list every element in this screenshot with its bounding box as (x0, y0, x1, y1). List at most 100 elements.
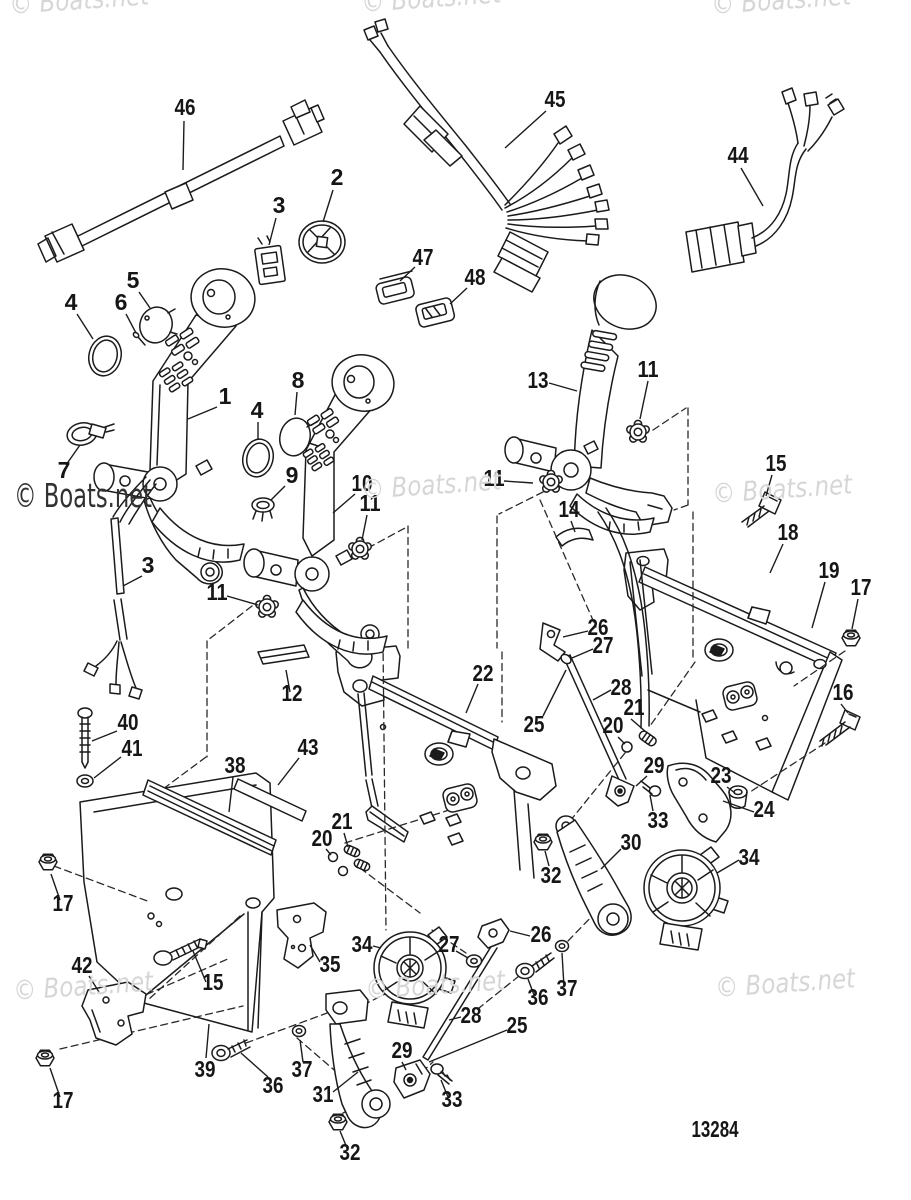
part-control-handle-13 (504, 274, 673, 535)
label-leader-line (325, 848, 332, 856)
part-number-label: 16 (833, 679, 854, 705)
part-number-label: 1 (219, 383, 232, 409)
label-leader-line (332, 493, 356, 514)
label-leader-line (192, 950, 207, 983)
part-washer-41 (76, 774, 94, 788)
part-number-label: 38 (225, 752, 246, 778)
part-number-label: 20 (603, 712, 624, 738)
part-cable-46 (37, 99, 325, 263)
label-leader-line (372, 945, 382, 949)
part-nut-11-b (255, 594, 279, 618)
label-leader-line (630, 718, 647, 733)
label-leader-line (726, 786, 736, 794)
watermark: © Boats.net (360, 0, 503, 19)
part-number-label: 45 (545, 86, 566, 112)
part-number-label: 11 (638, 356, 659, 382)
part-switch-3 (254, 235, 286, 286)
part-number-label: 32 (541, 862, 562, 888)
part-number-label: 28 (611, 674, 632, 700)
part-number-label: 47 (413, 244, 434, 270)
part-cable-anchor-block-19 (701, 681, 772, 751)
part-clevis-26-upper (539, 622, 566, 662)
part-clevis-26-bottom (477, 918, 510, 949)
label-leader-line (299, 1039, 304, 1063)
part-detent-spring-21-left (343, 844, 371, 872)
part-number-label: 2 (331, 164, 344, 190)
part-number-label: 36 (263, 1072, 284, 1098)
part-nut-11-a (348, 536, 372, 560)
part-number-label: 48 (465, 264, 486, 290)
diagram-number: 13284 (692, 1116, 739, 1142)
part-control-handle-1 (93, 268, 256, 585)
label-leader-line (570, 520, 576, 533)
part-bracket-42 (81, 981, 147, 1046)
part-bracket-35 (276, 902, 327, 969)
label-leader-line (277, 757, 300, 786)
part-number-label: 18 (778, 519, 799, 545)
label-leader-line (294, 391, 298, 416)
watermark: © Boats.net (711, 469, 854, 510)
part-seal-ring-4-left (87, 335, 123, 377)
part-number-label: 44 (728, 142, 749, 168)
part-number-label: 34 (352, 931, 373, 957)
part-number-label: 3 (142, 552, 155, 578)
label-leader-line (285, 669, 291, 693)
part-number-label: 29 (644, 752, 665, 778)
label-leader-line (88, 975, 100, 993)
part-throttle-lever-30 (555, 815, 632, 936)
label-leader-line (205, 1023, 210, 1059)
label-leader-line (716, 859, 740, 874)
label-leader-line (592, 689, 612, 701)
part-number-label: 46 (175, 94, 196, 120)
part-nut-27-bottom (465, 954, 483, 968)
part-screw-15-right (741, 491, 782, 528)
watermark: © Boats.net (710, 0, 853, 21)
part-clevis-29-upper (605, 775, 635, 807)
part-number-label: 13 (528, 367, 549, 393)
part-cap-8 (278, 417, 319, 457)
part-detent-spring-21-right (638, 730, 657, 747)
part-wiring-harness-45 (363, 18, 610, 293)
label-leader-line (448, 1016, 462, 1021)
label-leader-line (226, 595, 259, 606)
label-leader-line (322, 189, 334, 223)
label-leader-line (428, 1029, 508, 1063)
part-number-label: 11 (484, 465, 505, 491)
part-spring-clip-14 (555, 527, 594, 547)
part-mounting-plate-22 (335, 645, 557, 879)
part-number-label: 23 (711, 762, 732, 788)
part-number-label: 25 (524, 711, 545, 737)
part-number-label: 26 (588, 614, 609, 640)
part-number-label: 36 (528, 984, 549, 1010)
label-leader-line (76, 313, 94, 340)
part-detent-ball-20-left (327, 851, 349, 877)
part-number-label: 25 (507, 1012, 528, 1038)
part-nut-17-right (841, 629, 861, 647)
label-leader-line (465, 683, 479, 714)
label-leader-line (361, 514, 368, 541)
label-leader-line (562, 630, 589, 638)
label-leader-line (561, 952, 565, 988)
part-number-label: 4 (65, 289, 78, 315)
part-washer-37-left (291, 1024, 307, 1038)
part-position-sensor-34-right (643, 846, 729, 951)
label-leader-line (509, 930, 531, 937)
part-number-label: 37 (292, 1056, 313, 1082)
label-leader-line (240, 1052, 269, 1078)
label-leader-line (268, 217, 277, 246)
part-screw-6 (132, 331, 146, 346)
label-leader-line (769, 543, 784, 574)
label-leader-line (722, 800, 755, 813)
label-leader-line (125, 313, 137, 334)
part-bolt-16 (819, 709, 861, 747)
part-mounting-plate-19 (623, 548, 843, 801)
part-number-label: 30 (621, 829, 642, 855)
part-detent-ball-20-right (621, 741, 633, 753)
part-number-label: 31 (313, 1081, 334, 1107)
part-number-label: 24 (754, 796, 775, 822)
part-number-label: 22 (473, 660, 494, 686)
part-number-label: 19 (819, 557, 840, 583)
part-number-label: 17 (53, 890, 74, 916)
